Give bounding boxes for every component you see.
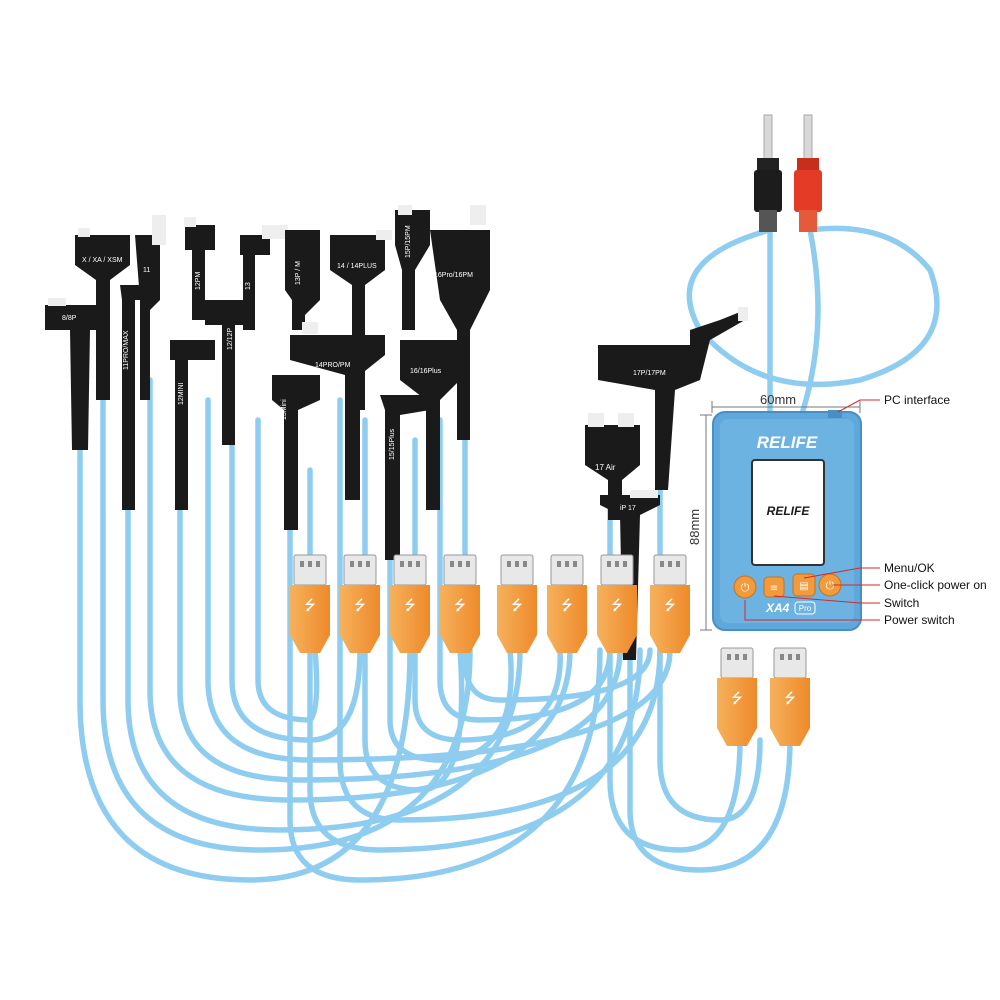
callout-power-switch: Power switch — [884, 613, 955, 627]
flex-label-11: 11 — [143, 267, 150, 274]
cable-loops — [77, 225, 940, 883]
usb-connector: ⭍ — [770, 647, 810, 746]
flex-label-8-8p: 8/8P — [62, 315, 77, 322]
flex-cables — [45, 205, 748, 660]
flex-label-x-xa-xsm: X / XA / XSM — [82, 257, 123, 264]
callout-lines — [744, 399, 880, 621]
flex-label-17air: 17 Air — [595, 463, 616, 472]
flex-label-14pro-pm: 14PRO/PM — [315, 362, 351, 369]
flex-label-17p-17pm: 17P/17PM — [633, 370, 666, 377]
usb-connector: ⭍ — [597, 554, 637, 653]
usb-connector: ⭍ — [440, 554, 480, 653]
usb-connector: ⭍ — [340, 554, 380, 653]
usb-icon: ⭍ — [561, 598, 573, 614]
usb-connector: ⭍ — [390, 554, 430, 653]
usb-connector: ⭍ — [497, 554, 537, 653]
red-plug — [794, 170, 822, 212]
flex-label-13mini: 13Mini — [281, 399, 288, 420]
dimension-lines — [700, 401, 861, 631]
black-plug — [754, 170, 782, 212]
switch-button[interactable] — [763, 576, 785, 598]
flex-label-16pro-16pm: 16Pro/16PM — [434, 272, 473, 279]
menu-ok-button[interactable] — [792, 573, 816, 597]
flex-labels: X / XA / XSM 11 11PRO/MAX 8/8P 12PM 12MI… — [62, 225, 666, 512]
usb-icon: ⭍ — [404, 598, 416, 614]
usb-icon: ⭍ — [731, 691, 743, 707]
switch-icon: ≡ — [770, 583, 778, 594]
usb-connector: ⭍ — [650, 554, 690, 653]
screen-brand: RELIFE — [767, 504, 811, 518]
xa4-device: RELIFE RELIFE ⏻ ≡ ▤ ⏻ XA4 Pro — [712, 410, 862, 631]
callout-switch: Switch — [884, 596, 919, 610]
flex-label-17: iP 17 — [620, 505, 636, 512]
device-model-badge: Pro — [799, 604, 812, 613]
flex-label-12mini: 12MINI — [178, 382, 185, 405]
callout-labels: PC interface Menu/OK One-click power on … — [884, 393, 987, 627]
pc-interface-port — [828, 410, 842, 418]
usb-icon: ⭍ — [304, 598, 316, 614]
device-screen — [751, 459, 825, 566]
callout-one-click: One-click power on — [884, 578, 987, 592]
flex-label-15p-15pm: 15P/15PM — [405, 225, 412, 258]
dim-width-label: 60mm — [760, 392, 796, 407]
usb-icon: ⭍ — [511, 598, 523, 614]
power-switch-button[interactable] — [733, 575, 757, 599]
flex-label-13: 13 — [245, 282, 252, 290]
usb-icon: ⭍ — [784, 691, 796, 707]
flex-label-14-14plus: 14 / 14PLUS — [337, 263, 377, 270]
usb-connector: ⭍ — [547, 554, 587, 653]
flex-label-11promax: 11PRO/MAX — [123, 330, 130, 370]
flex-label-16-16plus: 16/16Plus — [410, 368, 442, 375]
banana-plugs — [754, 114, 822, 232]
device-model: XA4 — [765, 601, 790, 615]
usb-connectors: ⭍ ⭍ ⭍ ⭍ ⭍ ⭍ ⭍ ⭍ ⭍ ⭍ — [290, 554, 810, 746]
usb-icon: ⭍ — [454, 598, 466, 614]
flex-label-15-15plus: 15/15Plus — [389, 428, 396, 460]
usb-connector: ⭍ — [717, 647, 757, 746]
usb-connector: ⭍ — [290, 554, 330, 653]
dim-height-label: 88mm — [687, 509, 702, 545]
flex-label-13p-m: 13P / M — [295, 261, 302, 285]
device-brand: RELIFE — [757, 433, 818, 452]
flex-label-12pm: 12PM — [195, 272, 202, 290]
flex-label-12-12p: 12/12P — [227, 327, 234, 350]
usb-icon: ⭍ — [664, 598, 676, 614]
power-icon: ⏻ — [741, 581, 750, 594]
callout-pc-interface: PC interface — [884, 393, 950, 407]
usb-icon: ⭍ — [611, 598, 623, 614]
usb-icon: ⭍ — [354, 598, 366, 614]
one-click-power-icon: ⏻ — [826, 579, 835, 592]
menu-icon: ▤ — [799, 581, 808, 592]
callout-menu-ok: Menu/OK — [884, 561, 935, 575]
